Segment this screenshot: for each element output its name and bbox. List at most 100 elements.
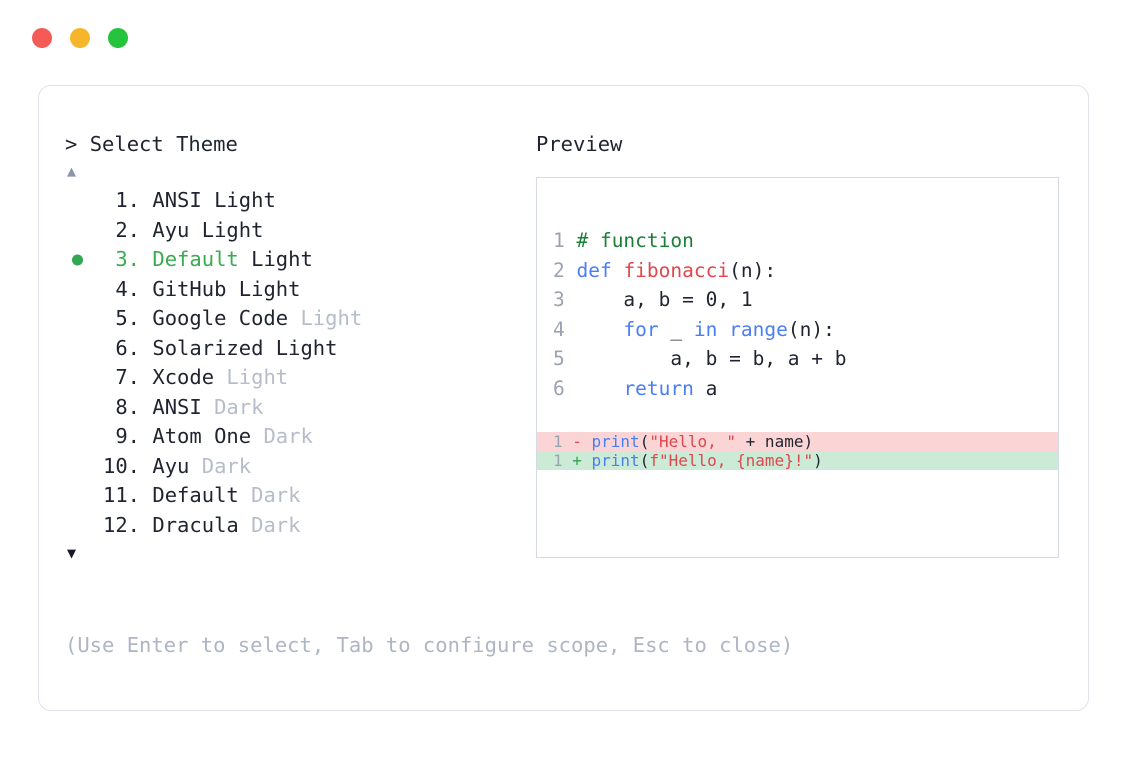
code-token	[576, 318, 623, 341]
theme-name: Dracula	[140, 512, 239, 537]
scroll-up-icon[interactable]: ▲	[67, 162, 77, 180]
theme-name: ANSI	[140, 188, 202, 212]
close-button[interactable]	[32, 28, 52, 48]
line-number: 6	[553, 376, 565, 400]
line-number: 1	[553, 229, 565, 252]
code-line: 6 return a	[537, 374, 1058, 404]
theme-list-item[interactable]: 7. Xcode Light	[65, 363, 535, 393]
code-token: + name)	[736, 432, 814, 451]
theme-name: Ayu	[140, 453, 190, 478]
line-number: 4	[553, 317, 565, 341]
theme-name: Default	[140, 247, 239, 271]
code-line: 3 a, b = 0, 1	[537, 285, 1058, 315]
theme-variant: Dark	[201, 394, 264, 419]
code-token: (	[639, 432, 650, 451]
code-token: )	[813, 451, 823, 470]
code-token: (n):	[729, 258, 777, 282]
code-token: def	[576, 258, 624, 282]
theme-index: 6.	[103, 335, 141, 360]
theme-list-item[interactable]: 6. Solarized Light	[65, 334, 535, 364]
code-line: 5 a, b = b, a + b	[537, 344, 1058, 374]
theme-variant: Light	[263, 335, 338, 360]
theme-variant: Light	[226, 276, 301, 301]
theme-variant: Light	[288, 306, 363, 330]
theme-list-item[interactable]: 5. Google Code Light	[65, 304, 535, 334]
theme-variant: Dark	[238, 512, 301, 537]
theme-list-item[interactable]: 12. Dracula Dark	[65, 511, 535, 541]
keyboard-hint: (Use Enter to select, Tab to configure s…	[65, 633, 794, 657]
prompt-header: > Select Theme	[65, 130, 535, 158]
code-line: 4 for _ in range(n):	[537, 315, 1058, 345]
line-number: 5	[553, 347, 565, 370]
theme-index: 7.	[103, 365, 141, 389]
code-token: ,	[717, 288, 741, 311]
theme-index: 11.	[103, 483, 141, 507]
diff-line-del: 1- print("Hello, " + name)	[537, 432, 1058, 451]
line-number: 2	[553, 258, 565, 282]
preview-label: Preview	[536, 132, 623, 156]
maximize-button[interactable]	[108, 28, 128, 48]
code-token: print	[591, 451, 640, 470]
theme-index: 2.	[103, 217, 141, 242]
code-token: 0	[705, 288, 718, 311]
window-titlebar	[32, 28, 128, 48]
theme-name: Solarized	[140, 335, 264, 360]
theme-name: Default	[140, 483, 239, 507]
code-token: for	[623, 317, 659, 341]
theme-name: Atom One	[140, 424, 252, 448]
theme-variant: Light	[201, 188, 276, 212]
diff-sign: -	[572, 432, 592, 451]
code-token: f"Hello, {name}!"	[649, 451, 814, 470]
theme-name: Ayu	[140, 217, 190, 242]
line-number: 1	[553, 432, 563, 451]
theme-variant: Dark	[251, 424, 313, 448]
code-token: _	[658, 317, 694, 341]
theme-name: ANSI	[140, 394, 202, 419]
code-token: a	[693, 376, 718, 400]
theme-list-item[interactable]: 4. GitHub Light	[65, 275, 535, 305]
code-token: in	[693, 317, 718, 341]
code-token: print	[591, 432, 640, 451]
scroll-down-icon[interactable]: ▼	[67, 544, 77, 562]
code-token: return	[623, 376, 694, 400]
theme-selector-pane: > Select Theme ▲ 1. ANSI Light 2. Ayu Li…	[65, 130, 535, 566]
theme-variant: Light	[238, 247, 313, 271]
code-line: 2 def fibonacci(n):	[537, 256, 1058, 286]
theme-index: 8.	[103, 394, 141, 419]
theme-name: Google Code	[140, 306, 289, 330]
code-token: # function	[576, 229, 694, 252]
theme-name: GitHub	[140, 276, 227, 301]
code-token: "Hello, "	[649, 432, 737, 451]
theme-index: 5.	[103, 306, 141, 330]
minimize-button[interactable]	[70, 28, 90, 48]
code-token: range	[729, 317, 788, 341]
theme-name: Xcode	[140, 365, 215, 389]
theme-list-item[interactable]: 8. ANSI Dark	[65, 393, 535, 423]
theme-list-item[interactable]: 2. Ayu Light	[65, 216, 535, 246]
code-token: fibonacci	[623, 258, 730, 282]
theme-index: 1.	[103, 188, 141, 212]
theme-list-item[interactable]: 10. Ayu Dark	[65, 452, 535, 482]
theme-index: 3.	[103, 247, 141, 271]
prompt-caret-icon: >	[65, 132, 78, 156]
theme-variant: Light	[214, 365, 289, 389]
theme-list-item[interactable]: 1. ANSI Light	[65, 186, 535, 216]
line-number: 1	[553, 451, 563, 470]
diff-line-add: 1 + print(f"Hello, {name}!")	[537, 451, 1058, 470]
code-token: a, b =	[576, 288, 706, 311]
selected-bullet-icon	[72, 254, 83, 266]
theme-index: 10.	[103, 453, 141, 478]
diff-sign: +	[572, 451, 592, 470]
code-token: (n):	[787, 317, 835, 341]
theme-list-item[interactable]: 11. Default Dark	[65, 481, 535, 511]
code-token: a, b = b, a + b	[576, 347, 847, 370]
theme-list-item[interactable]: 9. Atom One Dark	[65, 422, 535, 452]
code-token: 1	[740, 288, 753, 311]
theme-list-item[interactable]: 3. Default Light	[65, 245, 535, 275]
line-number: 3	[553, 288, 565, 311]
theme-variant: Light	[189, 217, 264, 242]
code-token: (	[639, 451, 650, 470]
